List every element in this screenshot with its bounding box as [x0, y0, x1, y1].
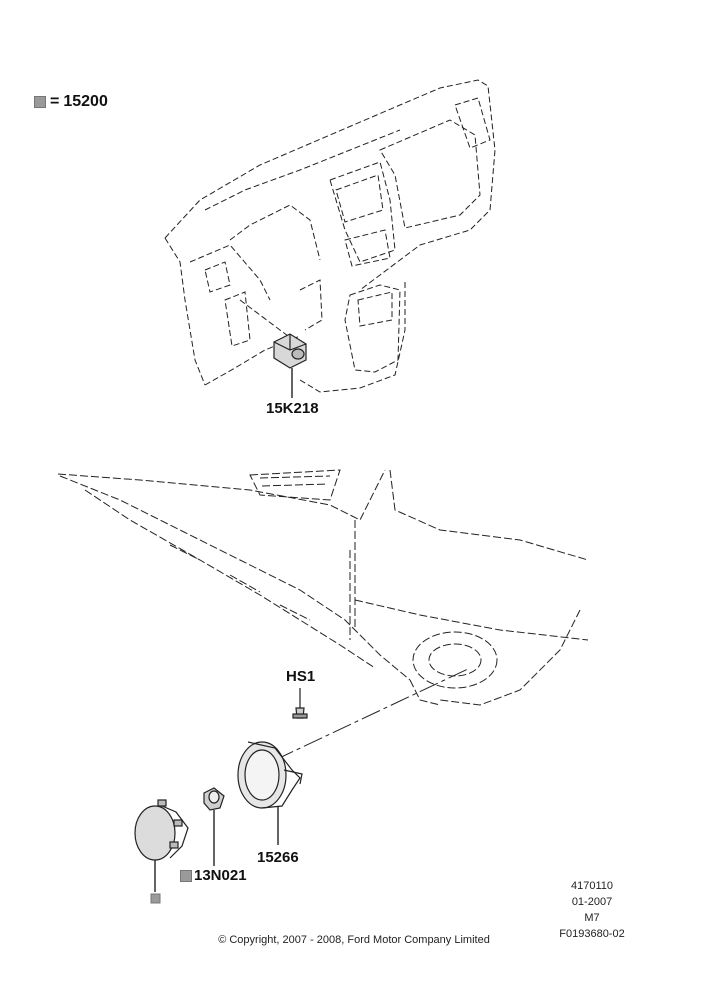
callout-13n021-swatch [180, 869, 192, 882]
bumper-outline [57, 469, 589, 706]
ref-date: 01-2007 [571, 896, 613, 908]
callout-15266: 15266 [257, 849, 299, 866]
ref-model: M7 [584, 912, 600, 924]
switch-15k218 [273, 333, 307, 398]
fog-lamp-housing-15266 [237, 741, 303, 845]
callout-13n021-text: 13N021 [194, 867, 247, 884]
legend: = 15200 [34, 93, 108, 111]
alignment-line [274, 667, 471, 761]
dashboard-outline [164, 79, 496, 393]
callout-15k218: 15K218 [266, 400, 319, 417]
legend-equals: = [50, 93, 60, 110]
ref-number: 4170110 [570, 880, 613, 892]
ref-figure-id: F0193680-02 [559, 928, 625, 940]
legend-code: 15200 [63, 93, 108, 110]
lamp-lens [134, 799, 189, 892]
copyright-notice: © Copyright, 2007 - 2008, Ford Motor Com… [218, 934, 490, 946]
callout-hs1: HS1 [286, 668, 316, 685]
legend-swatch [34, 96, 46, 108]
lens-swatch-marker [150, 893, 161, 904]
bulb-13n021 [203, 787, 225, 866]
callout-13n021: 13N021 [180, 867, 247, 884]
screw-hs1 [292, 688, 308, 719]
